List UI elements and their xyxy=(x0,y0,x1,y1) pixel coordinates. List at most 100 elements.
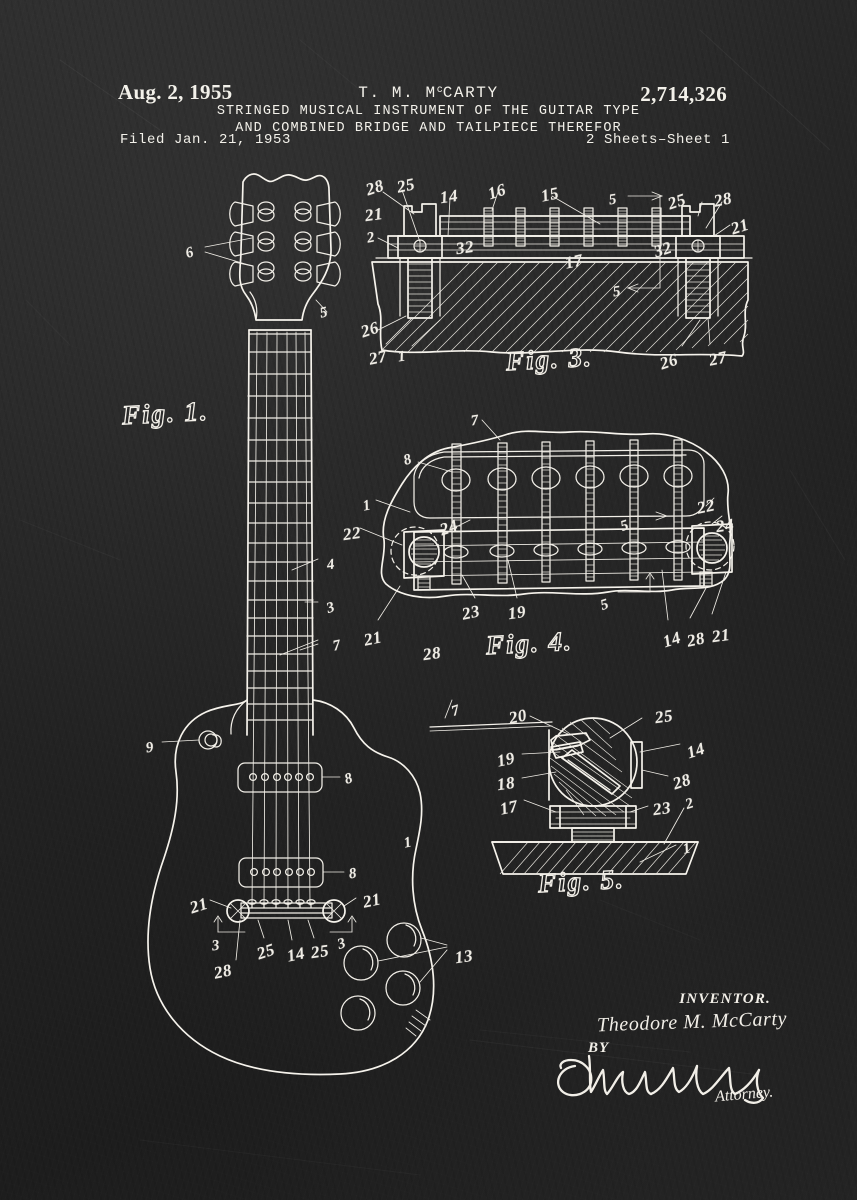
inventor-shortname-sup: c xyxy=(436,85,443,96)
reference-numeral-fig5-1: 1 xyxy=(681,840,693,858)
reference-numeral-fig1-28: 28 xyxy=(212,960,234,983)
reference-numeral-fig4-28: 28 xyxy=(685,628,707,651)
by-label: BY xyxy=(588,1040,610,1056)
reference-numeral-fig4-24: 24 xyxy=(714,514,736,537)
figure-caption-fig4: Fig. 4. xyxy=(485,625,575,661)
reference-numeral-fig3-16: 16 xyxy=(485,179,509,204)
reference-numeral-fig1-25: 25 xyxy=(309,940,331,963)
reference-numeral-fig4-24: 24 xyxy=(437,515,461,540)
fig4-bridge-plan xyxy=(359,419,735,621)
reference-numeral-fig1-3: 3 xyxy=(210,937,222,955)
reference-numeral-fig3-32: 32 xyxy=(454,236,476,259)
reference-numeral-fig3-26: 26 xyxy=(358,317,382,342)
reference-numeral-fig3-28: 28 xyxy=(363,175,387,200)
reference-numeral-fig5-20: 20 xyxy=(507,705,529,728)
fig4-pole-pieces xyxy=(441,464,693,492)
reference-numeral-fig1-21: 21 xyxy=(361,889,383,912)
neck-pickup xyxy=(237,762,341,793)
reference-numeral-fig3-21: 21 xyxy=(363,203,385,226)
inventor-shortname-a: T. M. M xyxy=(358,84,437,102)
reference-numeral-fig1-5: 5 xyxy=(318,304,330,322)
reference-numeral-fig4-14: 14 xyxy=(660,627,684,652)
reference-numeral-fig4-21: 21 xyxy=(710,624,732,647)
reference-numeral-fig5-28: 28 xyxy=(670,769,694,794)
reference-numeral-fig4-21: 21 xyxy=(362,627,384,650)
reference-numeral-fig4-22: 22 xyxy=(695,495,717,518)
reference-numeral-fig1-14: 14 xyxy=(285,943,307,966)
reference-numeral-fig3-1: 1 xyxy=(396,348,408,366)
reference-numeral-fig4-19: 19 xyxy=(506,601,528,624)
reference-numeral-fig1-6: 6 xyxy=(183,244,197,262)
reference-numeral-fig5-18: 18 xyxy=(495,772,517,795)
reference-numeral-fig1-25: 25 xyxy=(254,939,278,964)
reference-numeral-fig3-14: 14 xyxy=(438,185,460,208)
reference-numeral-fig1-13: 13 xyxy=(453,945,475,968)
reference-numeral-fig4-22: 22 xyxy=(341,522,363,545)
fig1-guitar xyxy=(147,173,448,1076)
reference-numeral-fig5-25: 25 xyxy=(653,705,675,728)
patent-title-line-2: AND COMBINED BRIDGE AND TAILPIECE THEREF… xyxy=(235,121,622,136)
reference-numeral-fig5-14: 14 xyxy=(684,738,708,763)
reference-numeral-fig5-23: 23 xyxy=(651,797,673,820)
reference-numeral-fig1-3: 3 xyxy=(335,935,349,953)
patent-title-line-1: STRINGED MUSICAL INSTRUMENT OF THE GUITA… xyxy=(216,104,641,119)
fig3-bridge-section xyxy=(371,189,753,357)
reference-numeral-fig3-26: 26 xyxy=(657,349,681,374)
neck-fretboard xyxy=(246,329,319,906)
reference-numeral-fig4-28: 28 xyxy=(421,642,443,665)
reference-numeral-fig3-5: 5 xyxy=(607,191,619,209)
guitar-body xyxy=(147,699,435,1076)
reference-numeral-fig5-2: 2 xyxy=(683,795,697,813)
figure-caption-fig5: Fig. 5. xyxy=(537,863,627,899)
reference-numeral-fig3-25: 25 xyxy=(395,174,417,197)
reference-numeral-fig3-27: 27 xyxy=(707,347,729,370)
reference-numeral-fig1-8: 8 xyxy=(347,865,359,883)
figure-caption-fig3: Fig. 3. xyxy=(505,341,595,377)
reference-numeral-fig3-25: 25 xyxy=(665,189,689,214)
reference-numeral-fig3-17: 17 xyxy=(563,250,585,273)
fig4-saddle-holes xyxy=(443,540,691,559)
pickup-selector-switch xyxy=(161,730,222,750)
reference-numeral-fig1-4: 4 xyxy=(325,556,337,574)
reference-numeral-fig3-15: 15 xyxy=(539,183,561,206)
figure-caption-fig1: Fig. 1. xyxy=(121,395,211,431)
sheet-count: 2 Sheets–Sheet 1 xyxy=(585,132,730,148)
reference-numeral-fig1-7: 7 xyxy=(331,637,343,655)
reference-numeral-fig3-5: 5 xyxy=(611,283,623,301)
reference-numeral-fig1-9: 9 xyxy=(144,739,156,757)
fig3-left-post xyxy=(397,203,443,319)
bridge-tailpiece-assembly xyxy=(209,897,357,961)
inventor-shortname: T. M. McCARTY xyxy=(0,84,857,102)
inventor-shortname-b: CARTY xyxy=(442,84,499,102)
reference-numeral-fig4-1: 1 xyxy=(361,497,373,515)
fig4-strings xyxy=(451,439,683,585)
control-knobs xyxy=(340,922,448,1037)
patent-date: Aug. 2, 1955 xyxy=(118,80,233,104)
filing-date: Filed Jan. 21, 1953 xyxy=(120,132,292,148)
reference-numeral-fig1-3: 3 xyxy=(324,599,338,617)
inventor-signature: Theodore M. McCarty xyxy=(596,1007,788,1037)
reference-numeral-fig1-8: 8 xyxy=(342,770,356,788)
fig4-left-post xyxy=(390,526,445,591)
reference-numeral-fig4-7: 7 xyxy=(469,412,481,430)
fig3-right-post xyxy=(675,203,721,319)
reference-numeral-fig3-2: 2 xyxy=(365,229,377,247)
reference-numeral-fig5-7: 7 xyxy=(449,702,463,720)
reference-numeral-fig1-1: 1 xyxy=(402,834,414,852)
reference-numeral-fig5-17: 17 xyxy=(498,796,520,819)
tuning-machine-buttons xyxy=(229,201,341,287)
reference-numeral-fig4-23: 23 xyxy=(460,601,482,624)
reference-numeral-fig4-5: 5 xyxy=(598,596,612,614)
reference-numeral-fig3-27: 27 xyxy=(367,346,389,369)
inventor-label: INVENTOR. xyxy=(679,991,771,1007)
tuning-posts xyxy=(257,201,312,282)
reference-numeral-fig3-28: 28 xyxy=(712,188,734,211)
patent-number: 2,714,326 xyxy=(640,82,727,106)
reference-numeral-fig5-19: 19 xyxy=(495,748,517,771)
attorney-signature-scrawl xyxy=(557,1054,765,1104)
reference-numeral-fig1-21: 21 xyxy=(187,893,211,918)
reference-numeral-fig3-21: 21 xyxy=(728,214,752,239)
reference-numeral-fig3-32: 32 xyxy=(651,237,675,262)
reference-numeral-fig4-5: 5 xyxy=(618,517,632,535)
